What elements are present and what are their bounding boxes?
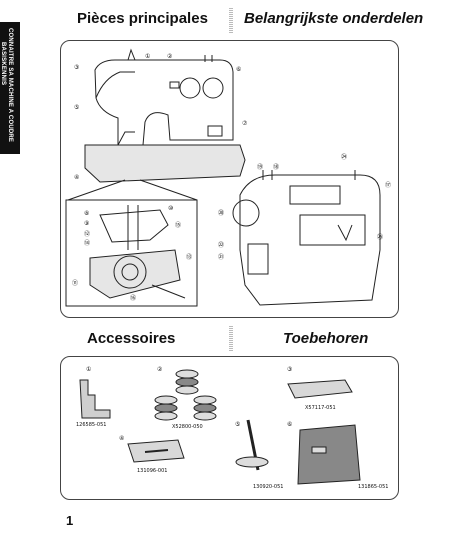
part-number-2: ② — [167, 53, 173, 60]
main-parts-panel — [60, 40, 399, 318]
part-number-5: ⑤ — [74, 104, 80, 111]
needle-plate-cover-illustration — [287, 379, 353, 399]
part-number-25: ㉕ — [377, 234, 384, 241]
part-number-13: ⑬ — [186, 254, 193, 261]
heading-parts-fr: Pièces principales — [77, 10, 208, 27]
part-number-18: ⑱ — [273, 164, 280, 171]
page-number: 1 — [66, 513, 74, 528]
sewing-machine-back-illustration — [232, 170, 381, 306]
part-number-21: ㉑ — [218, 254, 225, 261]
accessories-panel — [60, 356, 399, 500]
spool-pin-illustration — [235, 419, 269, 471]
part-number-20: ⑳ — [218, 210, 225, 217]
buttonhole-plate-illustration — [127, 439, 185, 463]
part-number-11: ⑪ — [72, 280, 79, 287]
part-number-19: ⑲ — [257, 164, 264, 171]
bobbins-illustration — [154, 369, 217, 421]
sewing-machine-front-illustration — [84, 48, 246, 183]
accessory-number-6: ⑥ — [287, 421, 293, 428]
heading-divider — [229, 8, 233, 34]
part-number-8: ⑧ — [84, 210, 90, 217]
accessory-code-4: 131096-001 — [137, 468, 168, 474]
part-number-6: ⑥ — [236, 66, 242, 73]
part-number-16: ⑯ — [130, 295, 137, 302]
part-number-9: ⑨ — [84, 220, 90, 227]
accessory-code-2: X52800-050 — [172, 424, 203, 430]
accessory-bag-illustration — [297, 424, 361, 485]
accessory-code-1: 126585-051 — [76, 422, 107, 428]
accessory-number-4: ④ — [119, 435, 125, 442]
heading-accessories-fr: Accessoires — [87, 330, 176, 347]
part-number-3: ③ — [74, 64, 80, 71]
part-number-14: ⑭ — [84, 240, 91, 247]
part-number-4: ④ — [74, 174, 80, 181]
section-side-tab: CONNAITRE SA MACHINE A COUDRE BASISKENNI… — [0, 22, 20, 154]
accessory-code-6: 131865-051 — [358, 484, 389, 490]
needle-area-detail-illustration — [89, 205, 186, 299]
presser-foot-illustration — [79, 379, 111, 419]
part-number-1: ① — [145, 53, 151, 60]
accessory-number-1: ① — [86, 366, 92, 373]
part-number-15: ⑮ — [175, 222, 182, 229]
part-number-12: ⑫ — [84, 231, 91, 238]
heading-accessories-nl: Toebehoren — [283, 330, 369, 347]
accessory-number-2: ② — [157, 366, 163, 373]
accessory-code-5: 130920-051 — [253, 484, 284, 490]
part-number-24: ㉔ — [341, 154, 348, 161]
part-number-10: ⑩ — [168, 205, 174, 212]
part-number-7: ⑦ — [242, 120, 248, 127]
accessory-number-5: ⑤ — [235, 421, 241, 428]
accessory-number-3: ③ — [287, 366, 293, 373]
part-number-17: ⑰ — [385, 182, 392, 189]
part-number-22: ㉒ — [218, 242, 225, 249]
heading-parts-nl: Belangrijkste onderdelen — [244, 10, 424, 27]
accessory-code-3: X57117-051 — [305, 405, 336, 411]
heading-divider-2 — [229, 326, 233, 352]
